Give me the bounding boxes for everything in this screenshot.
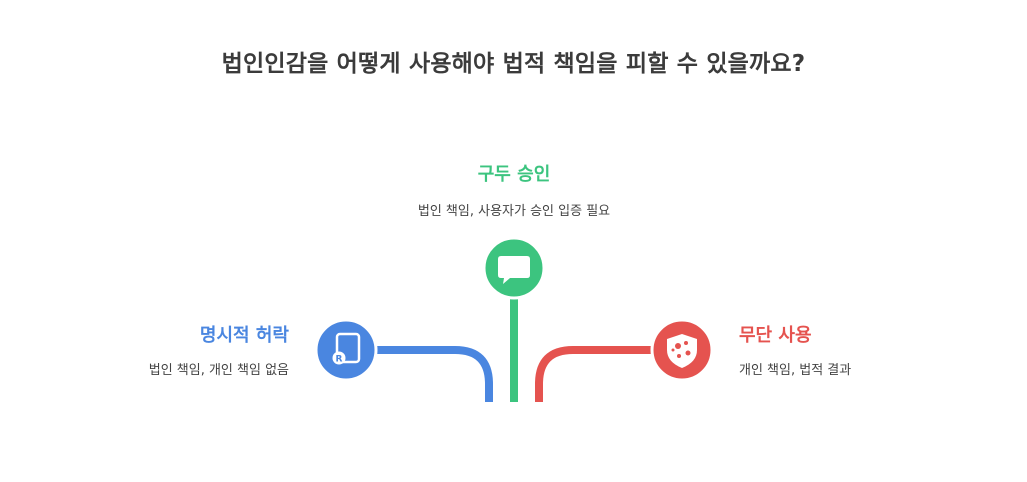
connector-explicit-permission	[375, 346, 493, 402]
option-explicit-permission-description: 법인 책임, 개인 책임 없음	[148, 363, 289, 378]
option-explicit-permission-label: 명시적 허락	[199, 325, 289, 346]
option-verbal-approval-description: 법인 책임, 사용자가 승인 입증 필요	[417, 204, 611, 219]
option-unauthorized-use-label: 무단 사용	[739, 325, 812, 346]
option-verbal-approval-label: 구두 승인	[477, 164, 551, 185]
svg-text:R: R	[336, 355, 343, 365]
document-icon: R	[314, 318, 378, 382]
connector-unauthorized-use	[535, 346, 652, 402]
speech-bubble-icon	[482, 236, 546, 300]
diagram-title: 법인인감을 어떻게 사용해야 법적 책임을 피할 수 있을까요?	[221, 51, 806, 77]
shield-virus-icon	[650, 318, 714, 382]
option-unauthorized-use-description: 개인 책임, 법적 결과	[739, 363, 852, 378]
